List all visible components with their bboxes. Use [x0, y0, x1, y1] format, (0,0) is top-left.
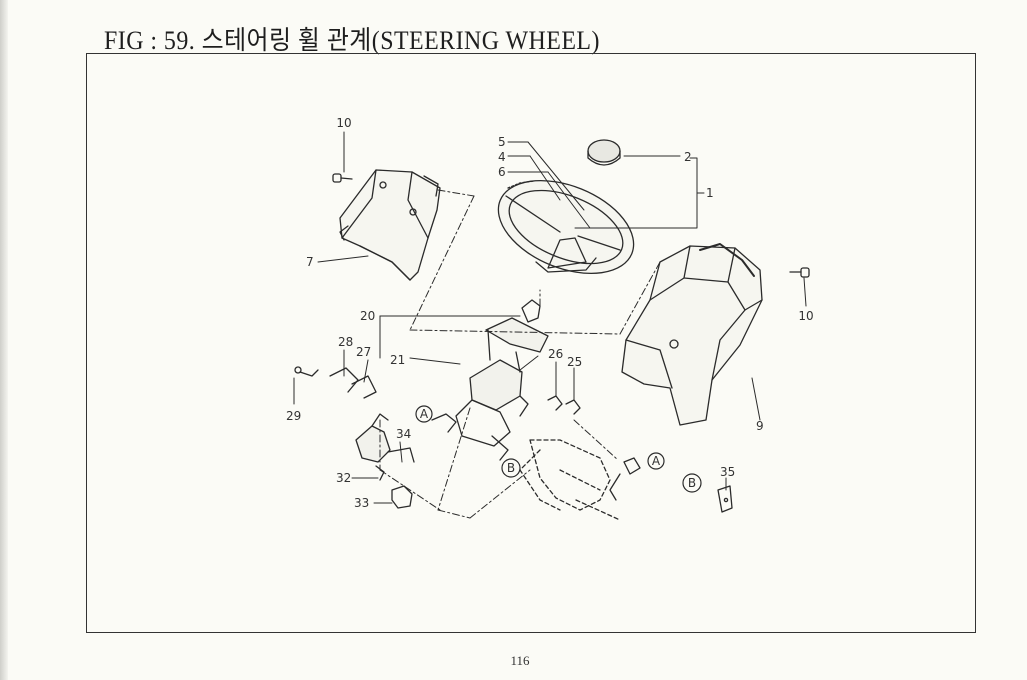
callout-34: 34	[396, 427, 411, 441]
callout-33: 33	[354, 496, 369, 510]
callout-35: 35	[720, 465, 735, 479]
scan-edge	[0, 0, 8, 680]
figure-title: FIG : 59. 스테어링 휠 관계(STEERING WHEEL)	[104, 26, 600, 55]
callout-numbers: 10 2 1 5 4 6 7 10 9 20 21 28 27 29 26 25…	[286, 116, 814, 510]
reference-markers: A A B B	[415, 405, 702, 493]
page-number: 116	[510, 653, 530, 668]
callout-32: 32	[336, 471, 351, 485]
part-10-screw-left	[332, 173, 353, 183]
part-7-upper-column-cover	[339, 169, 441, 281]
callout-10-right: 10	[798, 309, 813, 323]
callout-10-left: 10	[336, 116, 351, 130]
marker-b-right: B	[682, 473, 702, 493]
parts-25-26	[547, 395, 581, 415]
callout-20: 20	[360, 309, 375, 323]
callout-9: 9	[756, 419, 764, 433]
leader-lines	[293, 131, 807, 504]
callout-27: 27	[356, 345, 371, 359]
callout-4: 4	[498, 150, 506, 164]
marker-a-left: A	[415, 405, 433, 423]
part-2-horn-pad	[587, 139, 621, 166]
svg-text:A: A	[652, 454, 661, 468]
combination-switch-parts	[294, 366, 457, 509]
callout-6: 6	[498, 165, 506, 179]
svg-text:B: B	[688, 476, 696, 490]
part-10-screw-right	[789, 267, 810, 278]
diagram-frame	[86, 53, 976, 633]
callout-5: 5	[498, 135, 506, 149]
svg-text:B: B	[507, 461, 515, 475]
steering-wheel	[497, 179, 635, 275]
callout-21: 21	[390, 353, 405, 367]
callout-2: 2	[684, 150, 692, 164]
marker-b-left: B	[501, 458, 521, 478]
callout-29: 29	[286, 409, 301, 423]
part-9-lower-column-cover	[621, 243, 763, 426]
callout-25: 25	[567, 355, 582, 369]
marker-a-right: A	[647, 452, 665, 470]
callout-1: 1	[706, 186, 714, 200]
callout-28: 28	[338, 335, 353, 349]
part-35-bracket	[717, 485, 733, 513]
callout-7: 7	[306, 255, 314, 269]
callout-26: 26	[548, 347, 563, 361]
connector-part	[609, 457, 641, 501]
svg-text:A: A	[420, 407, 429, 421]
steering-column-assembly	[455, 299, 621, 521]
assembly-guide-lines	[379, 189, 661, 519]
